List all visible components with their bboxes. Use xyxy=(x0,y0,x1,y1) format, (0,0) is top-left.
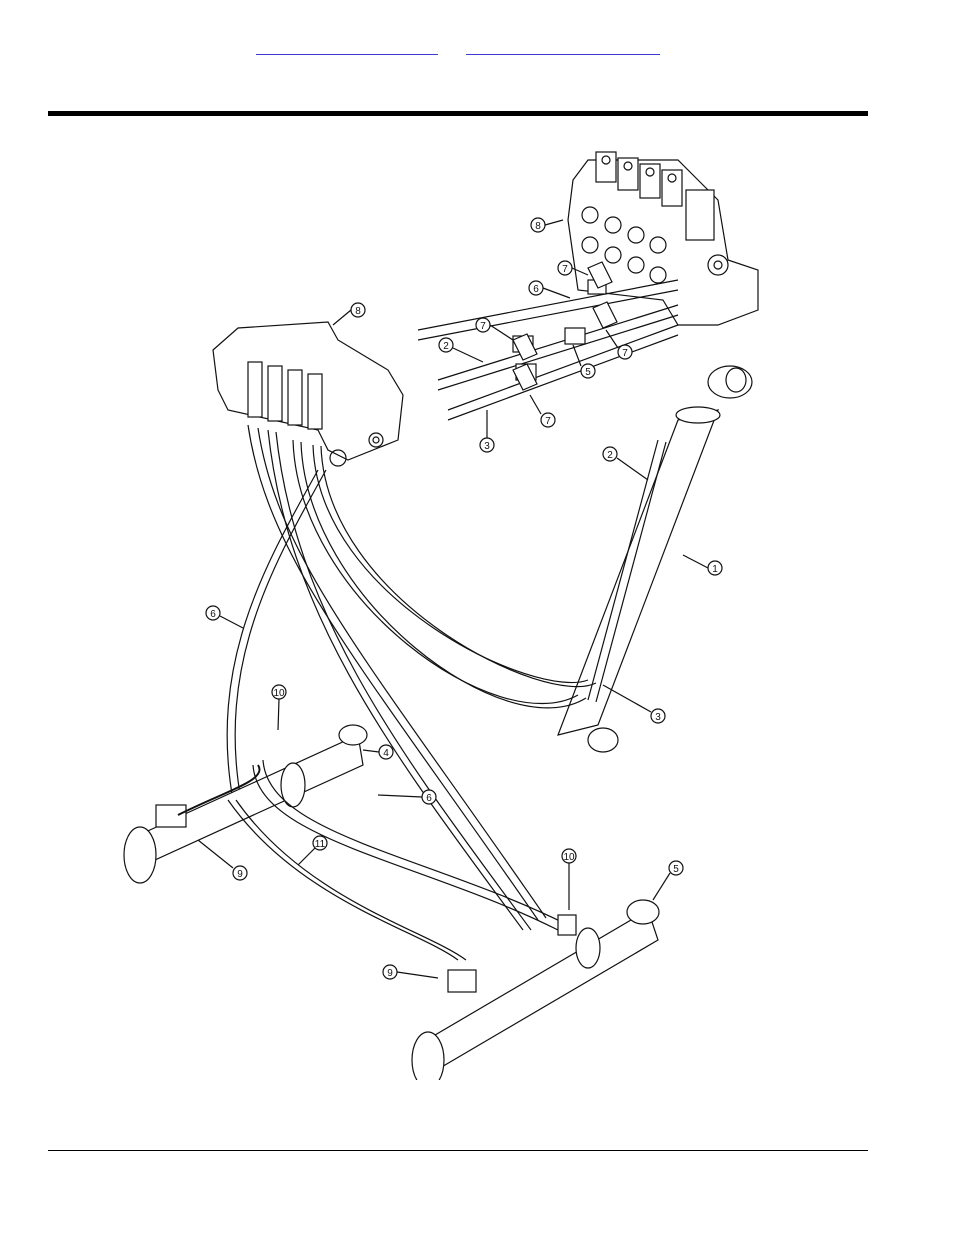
callout-9-right: 9 xyxy=(383,965,438,979)
callout-6-top: 6 xyxy=(529,281,570,298)
svg-text:1: 1 xyxy=(712,564,718,575)
valve-block-upper xyxy=(568,152,758,325)
svg-text:7: 7 xyxy=(480,321,486,332)
header-link-2[interactable] xyxy=(466,40,660,55)
svg-text:2: 2 xyxy=(607,450,613,461)
callout-2-top: 2 xyxy=(439,338,483,362)
header-rule xyxy=(48,111,868,116)
callout-7-b: 7 xyxy=(476,318,513,340)
callout-11: 11 xyxy=(298,836,327,865)
valve-block-left xyxy=(213,322,403,466)
header-link-1[interactable] xyxy=(256,40,438,55)
cylinder-1 xyxy=(558,366,752,752)
cylinder-4 xyxy=(124,725,367,883)
callout-10-left: 10 xyxy=(272,685,286,730)
svg-text:9: 9 xyxy=(237,869,243,880)
svg-text:10: 10 xyxy=(563,852,575,863)
callout-10-right: 10 xyxy=(562,849,576,910)
svg-text:7: 7 xyxy=(622,348,628,359)
callout-8-top: 8 xyxy=(531,218,563,232)
callout-6-mid: 6 xyxy=(206,606,243,628)
svg-text:4: 4 xyxy=(383,748,389,759)
svg-text:7: 7 xyxy=(562,264,568,275)
callout-7-c: 7 xyxy=(606,330,632,359)
callout-5-low: 5 xyxy=(653,861,683,900)
callout-3-cyl: 3 xyxy=(603,685,665,723)
callout-8-left: 8 xyxy=(333,303,365,325)
svg-text:11: 11 xyxy=(315,839,326,850)
callout-6-low: 6 xyxy=(378,790,436,804)
svg-text:5: 5 xyxy=(673,864,679,875)
callout-1: 1 xyxy=(683,555,722,575)
hydraulic-hose-diagram: 8 7 6 8 7 2 5 7 7 3 2 1 6 3 10 4 6 11 9 … xyxy=(118,140,778,1080)
svg-text:10: 10 xyxy=(273,688,285,699)
svg-text:6: 6 xyxy=(533,284,539,295)
callout-2-cyl: 2 xyxy=(603,447,648,480)
cylinder-5 xyxy=(412,900,659,1080)
svg-text:6: 6 xyxy=(210,609,216,620)
callout-4: 4 xyxy=(363,745,393,759)
svg-text:3: 3 xyxy=(484,441,490,452)
svg-text:7: 7 xyxy=(545,416,551,427)
long-hoses xyxy=(227,425,596,930)
callout-7-d: 7 xyxy=(530,395,555,427)
svg-text:3: 3 xyxy=(655,712,661,723)
svg-text:8: 8 xyxy=(355,306,361,317)
footer-rule xyxy=(48,1150,868,1151)
svg-text:8: 8 xyxy=(535,221,541,232)
callout-9-left: 9 xyxy=(198,840,247,880)
svg-text:2: 2 xyxy=(443,341,449,352)
svg-text:6: 6 xyxy=(426,793,432,804)
callout-3-top: 3 xyxy=(480,410,494,452)
svg-text:5: 5 xyxy=(585,367,591,378)
svg-text:9: 9 xyxy=(387,968,393,979)
